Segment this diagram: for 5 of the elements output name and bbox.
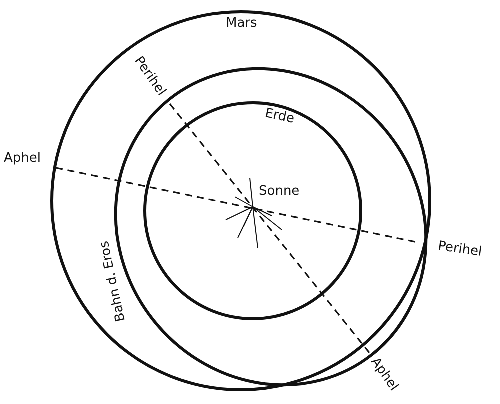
orbit-label: Bahn d. Eros — [98, 240, 128, 323]
planet-label: Erde — [264, 107, 296, 126]
apsis-label: Aphel — [4, 152, 41, 165]
planet-label: Mars — [226, 17, 258, 30]
apsis-label: Perihel — [437, 240, 483, 259]
